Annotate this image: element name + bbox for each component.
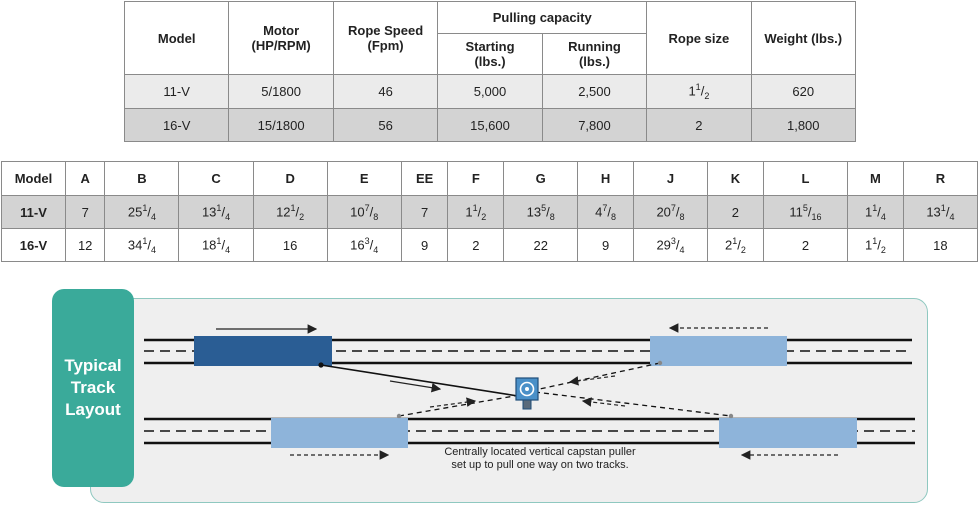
- dim-header-r: R: [902, 161, 979, 196]
- cell-running: 2,500: [541, 74, 648, 109]
- cell-weight: 620: [750, 74, 857, 109]
- cell-running: 7,800: [541, 108, 648, 142]
- dim-header-a: A: [64, 161, 106, 196]
- cell-motor: 15/1800: [228, 108, 334, 142]
- dim-header-d: D: [252, 161, 328, 196]
- dim-cell: 115/16: [762, 195, 849, 229]
- dim-header-h: H: [577, 161, 634, 196]
- cell-starting: 15,600: [437, 108, 543, 142]
- dim-header-model: Model: [1, 161, 66, 196]
- cell-rope-size: 2: [646, 108, 752, 142]
- cell-rope-size: 11/2: [646, 74, 752, 109]
- dim-header-b: B: [104, 161, 180, 196]
- dim-cell: 47/8: [577, 195, 634, 229]
- dim-header-j: J: [632, 161, 709, 196]
- rope-solid: [320, 364, 519, 397]
- dim-cell: 207/8: [632, 195, 709, 229]
- dim-cell: 107/8: [326, 195, 402, 229]
- dim-cell: 2: [762, 228, 849, 262]
- rail-car-upper-right: [650, 336, 787, 366]
- cell-model: 16-V: [123, 108, 230, 142]
- arrow-left-icon: [581, 397, 626, 407]
- dim-cell: 22: [503, 228, 579, 262]
- arrow-left-icon: [568, 375, 616, 386]
- cell-model: 11-V: [123, 74, 230, 109]
- dim-cell: 9: [577, 228, 634, 262]
- header-model: Model: [123, 1, 230, 75]
- dim-cell: 181/4: [178, 228, 254, 262]
- capstan-puller-icon: [515, 377, 539, 410]
- dim-header-e: E: [326, 161, 402, 196]
- dim-cell: 135/8: [503, 195, 579, 229]
- table-row: 16-V 15/1800 56 15,600 7,800 2 1,800: [123, 108, 857, 142]
- dim-header-c: C: [178, 161, 254, 196]
- header-rope-speed: Rope Speed(Fpm): [332, 1, 439, 75]
- dim-cell-model: 11-V: [1, 195, 66, 229]
- rope-dashed-lower-right: [534, 391, 732, 417]
- dim-cell: 251/4: [104, 195, 180, 229]
- dim-cell-model: 16-V: [1, 228, 66, 262]
- header-starting: Starting(lbs.): [437, 33, 543, 75]
- dim-header-m: M: [847, 161, 904, 196]
- dim-header-g: G: [503, 161, 579, 196]
- header-rope-size: Rope size: [646, 1, 752, 75]
- rope-anchor: [318, 362, 324, 368]
- cell-rope-speed: 56: [332, 108, 439, 142]
- rope-dashed-upper: [534, 362, 661, 391]
- dim-cell: 11/4: [847, 195, 904, 229]
- dim-cell: 2: [447, 228, 505, 262]
- dim-header-l: L: [762, 161, 849, 196]
- header-running: Running(lbs.): [541, 33, 648, 75]
- rail-car-lower-right: [719, 418, 857, 448]
- dim-cell: 163/4: [326, 228, 402, 262]
- dim-cell: 9: [400, 228, 449, 262]
- rope-dashed-lower-left: [398, 394, 521, 417]
- dim-cell: 11/2: [447, 195, 505, 229]
- dim-header-f: F: [447, 161, 505, 196]
- dim-cell: 2: [707, 195, 764, 229]
- dim-cell: 293/4: [632, 228, 709, 262]
- dim-cell: 18: [902, 228, 979, 262]
- dim-header-k: K: [707, 161, 764, 196]
- arrow-right-icon: [389, 380, 442, 393]
- dim-cell: 341/4: [104, 228, 180, 262]
- spec-table: Model Motor(HP/RPM) Rope Speed(Fpm) Pull…: [123, 1, 857, 142]
- cell-motor: 5/1800: [228, 74, 334, 109]
- dim-cell: 7: [400, 195, 449, 229]
- track-layout-panel: [90, 298, 928, 503]
- header-weight: Weight (lbs.): [750, 1, 857, 75]
- dim-cell: 131/4: [902, 195, 979, 229]
- layout-caption: Centrally located vertical capstan pulle…: [444, 446, 636, 471]
- arrow-right-icon: [429, 397, 477, 408]
- table-row: 11-V 5/1800 46 5,000 2,500 11/2 620: [123, 74, 857, 109]
- rail-car-lower-left: [271, 418, 408, 448]
- dim-cell: 7: [64, 195, 106, 229]
- dim-cell: 12: [64, 228, 106, 262]
- rail-car-dark: [194, 336, 332, 366]
- dim-cell: 11/2: [847, 228, 904, 262]
- header-pulling-capacity: Pulling capacity: [437, 1, 648, 34]
- typical-track-layout-tab: Typical Track Layout: [52, 289, 134, 487]
- cell-weight: 1,800: [750, 108, 857, 142]
